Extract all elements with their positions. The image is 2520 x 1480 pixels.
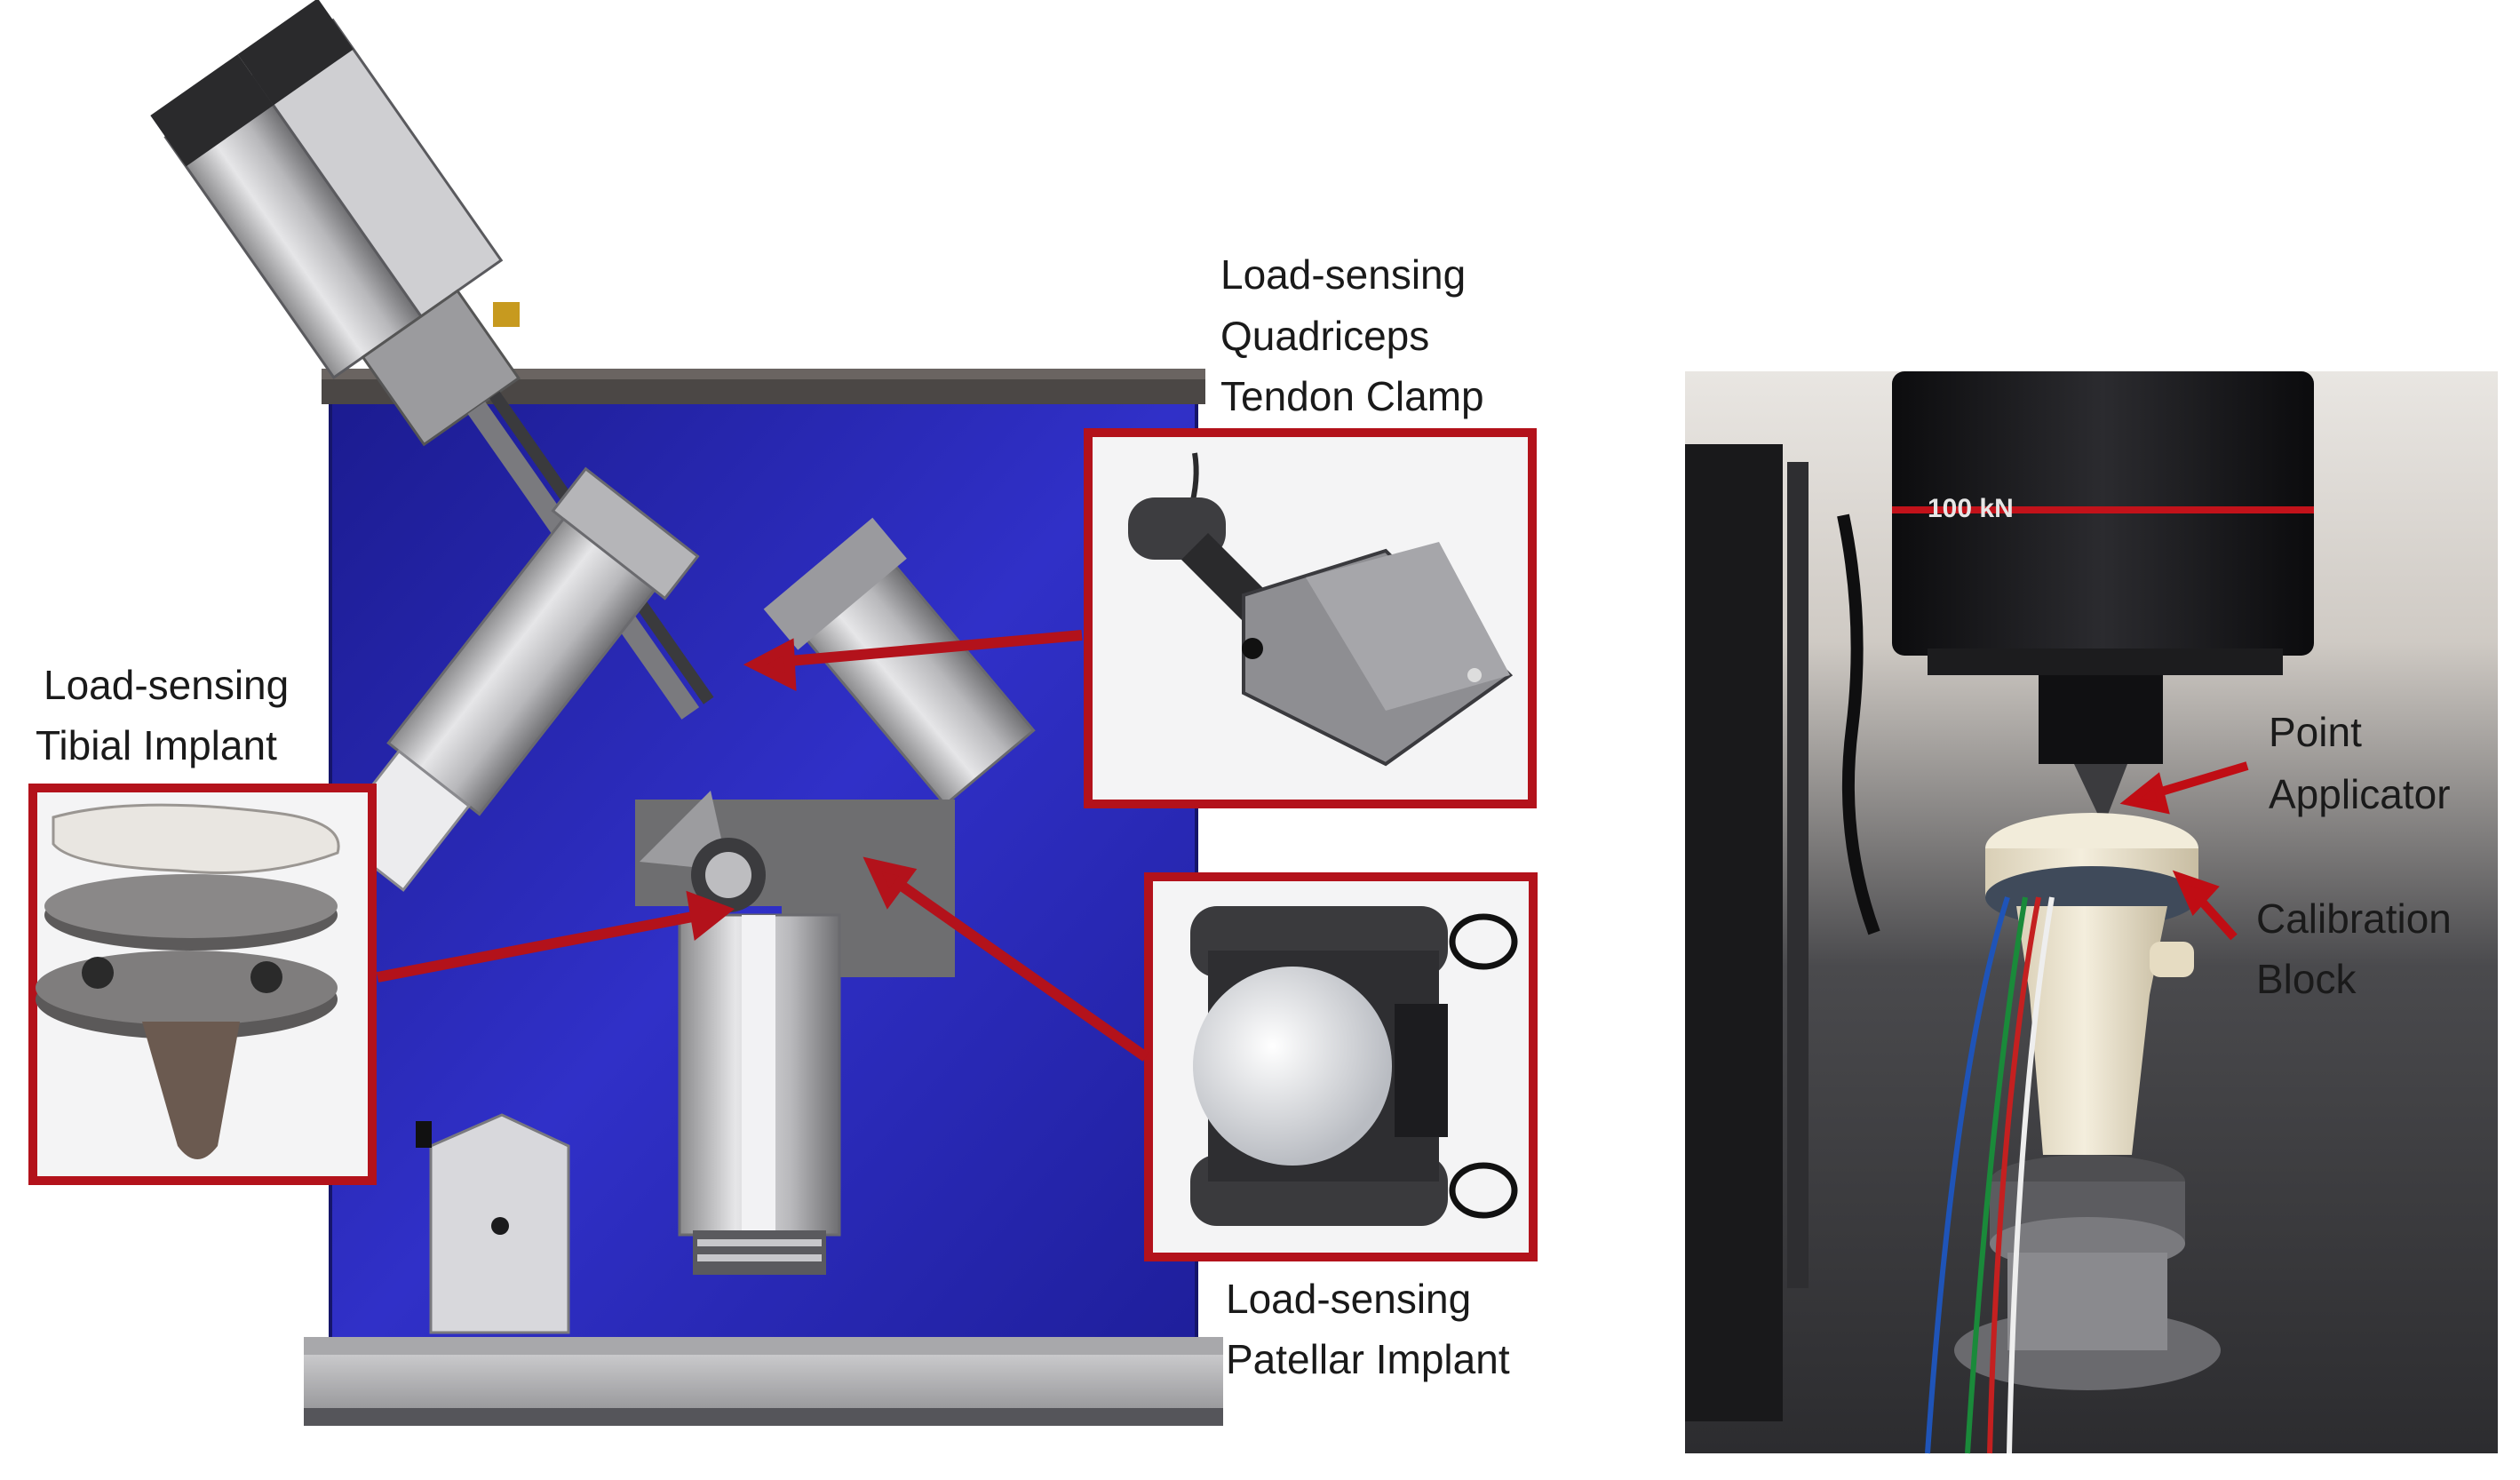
label-patellar-line2: Patellar Implant xyxy=(1226,1336,1510,1382)
label-calibration-line2: Block xyxy=(2256,956,2357,1002)
label-patellar-line1: Load-sensing xyxy=(1226,1276,1471,1322)
label-quad-clamp-line2: Quadriceps xyxy=(1220,313,1429,359)
label-tibial-line1: Load-sensing xyxy=(44,662,289,708)
load-cell-marking: 100 kN xyxy=(1928,494,2014,523)
red-arrow-icon xyxy=(779,630,1083,667)
label-point-applicator-line1: Point xyxy=(2269,709,2362,755)
label-tibial-line2: Tibial Implant xyxy=(36,722,277,768)
labels: Load-sensing Quadriceps Tendon Clamp Loa… xyxy=(36,251,2452,1382)
patellar-implant-render xyxy=(1190,906,1518,1226)
red-arrow-icon xyxy=(889,875,1149,1062)
calibration-photo: 100 kN xyxy=(1685,371,2498,1454)
red-arrow-icon xyxy=(376,910,704,983)
label-calibration-line1: Calibration xyxy=(2256,895,2452,942)
callout-arrows xyxy=(376,630,1149,1062)
red-arrow-icon xyxy=(2148,761,2249,800)
knee-simulator-rig xyxy=(150,0,1223,1426)
quadriceps-clamp-render xyxy=(1128,452,1514,767)
label-quad-clamp-line1: Load-sensing xyxy=(1220,251,1466,298)
label-point-applicator-line2: Applicator xyxy=(2269,771,2451,817)
tibial-implant-render xyxy=(36,803,340,1159)
label-quad-clamp-line3: Tendon Clamp xyxy=(1220,373,1484,419)
